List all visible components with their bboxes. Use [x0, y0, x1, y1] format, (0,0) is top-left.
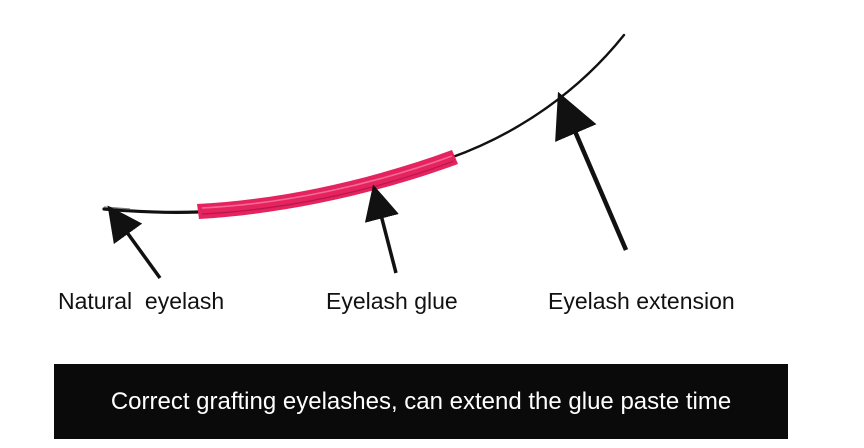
caption-bar: Correct grafting eyelashes, can extend t… — [54, 364, 788, 439]
eyelash-extension — [198, 35, 624, 212]
eyelash-extension-arrow — [574, 129, 626, 250]
label-eyelash-glue: Eyelash glue — [326, 286, 458, 316]
label-natural-eyelash: Natural eyelash — [58, 286, 224, 316]
eyelash-glue — [197, 150, 458, 219]
natural-eyelash-arrow — [126, 231, 160, 278]
label-eyelash-extension: Eyelash extension — [548, 286, 735, 316]
caption-text: Correct grafting eyelashes, can extend t… — [111, 388, 731, 416]
eyelash-glue-arrow — [381, 215, 396, 273]
natural-eyelash — [104, 209, 198, 212]
